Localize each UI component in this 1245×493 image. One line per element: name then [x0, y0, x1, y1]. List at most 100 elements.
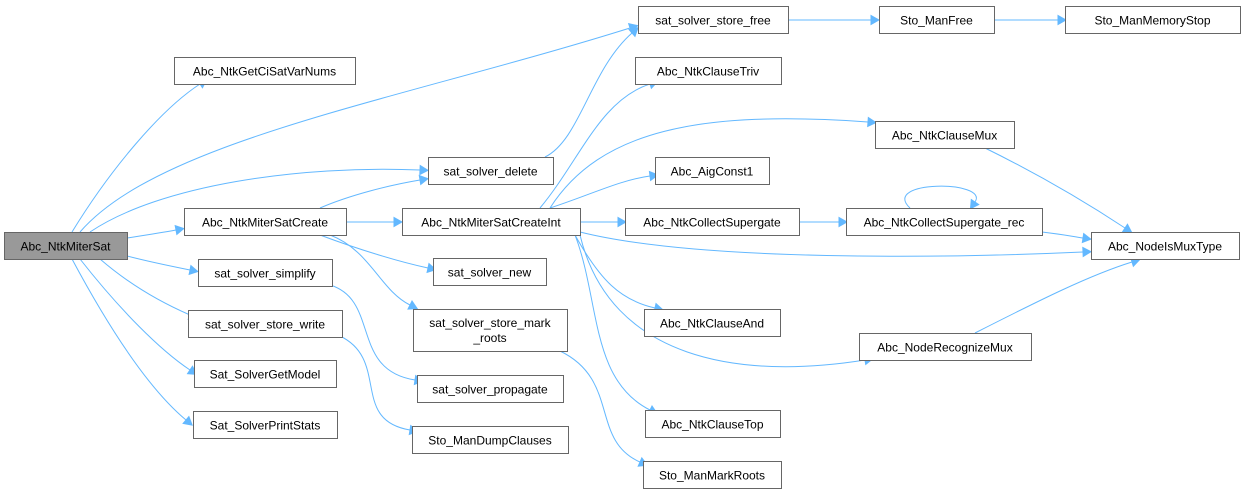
graph-node[interactable]: sat_solver_new	[433, 258, 547, 286]
node-box	[859, 333, 1032, 361]
edge-Abc_NtkMiterSat-to-Abc_NtkMiterSatCreate	[126, 224, 185, 239]
edge-line	[126, 229, 177, 239]
graph-node[interactable]: Abc_NtkCollectSupergate	[625, 208, 800, 236]
graph-node[interactable]: Abc_AigConst1	[655, 157, 770, 185]
node-box	[198, 259, 333, 287]
node-box	[413, 309, 568, 352]
edge-Abc_NtkMiterSat-to-Sat_SolverPrintStats	[71, 258, 193, 426]
graph-node[interactable]: Abc_NtkClauseTop	[645, 410, 781, 438]
node-label: Abc_NodeIsMuxType	[1108, 240, 1222, 254]
edge-line	[89, 168, 421, 233]
graph-node[interactable]: Sto_ManDumpClauses	[412, 426, 569, 454]
edge-Abc_NtkMiterSatCreateInt-to-Abc_NtkClauseTriv	[539, 79, 659, 209]
edge-sat_solver_delete-to-sat_solver_store_free	[544, 27, 639, 158]
graph-node[interactable]: Sto_ManMarkRoots	[643, 461, 782, 489]
node-label: Abc_NtkMiterSatCreateInt	[421, 216, 561, 230]
node-box	[417, 375, 564, 403]
graph-node[interactable]: Abc_NtkClauseMux	[875, 121, 1015, 149]
node-box	[188, 310, 343, 338]
edge-line	[579, 234, 866, 368]
graph-node[interactable]: sat_solver_propagate	[417, 375, 564, 403]
arrowhead-icon	[969, 198, 980, 210]
node-label: Sto_ManFree	[900, 14, 973, 28]
graph-node[interactable]: sat_solver_simplify	[198, 259, 333, 287]
edge-line	[579, 231, 1084, 257]
edge-Abc_NtkMiterSat-to-sat_solver_simplify	[126, 255, 199, 276]
graph-node[interactable]: Abc_NtkGetCiSatVarNums	[174, 57, 356, 85]
edge-Abc_NtkMiterSat-to-sat_solver_delete	[89, 164, 430, 233]
edge-line	[126, 255, 191, 271]
node-box	[638, 6, 789, 34]
node-label: Sto_ManMarkRoots	[659, 469, 765, 483]
arrowhead-icon	[419, 164, 430, 176]
edge-Abc_NtkCollectSupergate_rec-to-Abc_NtkCollectSupergate_rec	[904, 185, 980, 210]
edge-line	[319, 234, 429, 269]
node-box	[875, 121, 1015, 149]
edge-line	[544, 32, 633, 158]
edge-Abc_NtkMiterSatCreateInt-to-Abc_NodeIsMuxType	[579, 231, 1093, 258]
node-box	[428, 157, 554, 185]
node-label: Abc_NtkClauseTop	[661, 418, 763, 432]
nodes-layer: Abc_NtkMiterSatAbc_NtkGetCiSatVarNumssat…	[4, 6, 1241, 489]
edge-line	[549, 118, 869, 209]
graph-node[interactable]: Abc_NtkClauseAnd	[644, 309, 781, 337]
edge-Abc_NtkCollectSupergate_rec-to-Abc_NodeIsMuxType	[1041, 231, 1092, 244]
edge-line	[71, 258, 187, 421]
graph-node[interactable]: sat_solver_store_free	[638, 6, 789, 34]
node-label: Abc_NtkCollectSupergate	[643, 216, 781, 230]
edge-line	[329, 284, 416, 381]
arrowhead-icon	[393, 216, 404, 228]
node-box	[644, 309, 781, 337]
edge-line	[539, 83, 651, 209]
node-box	[433, 258, 547, 286]
edge-line	[984, 147, 1126, 229]
node-label: Abc_NtkMiterSatCreate	[202, 216, 328, 230]
node-label: sat_solver_simplify	[214, 267, 315, 281]
edge-Abc_NtkMiterSatCreateInt-to-Abc_NodeRecognizeMux	[579, 234, 874, 368]
arrowhead-icon	[1082, 246, 1093, 258]
edge-Abc_NtkMiterSat-to-sat_solver_store_write	[99, 258, 199, 320]
edge-Abc_NtkMiterSatCreateInt-to-Abc_NtkClauseAnd	[574, 234, 664, 314]
graph-node[interactable]: Sat_SolverGetModel	[194, 360, 337, 388]
graph-node[interactable]: Abc_NtkClauseTriv	[635, 57, 782, 85]
graph-node[interactable]: Abc_NtkMiterSatCreateInt	[402, 208, 581, 236]
arrowhead-icon	[407, 299, 419, 310]
edge-line	[1041, 231, 1084, 239]
arrowhead-icon	[1057, 14, 1068, 26]
root-node[interactable]: Abc_NtkMiterSat	[4, 232, 128, 260]
graph-node[interactable]: sat_solver_delete	[428, 157, 554, 185]
edge-line	[559, 350, 641, 463]
graph-node[interactable]: Sto_ManMemoryStop	[1065, 6, 1241, 34]
graph-node[interactable]: Abc_NodeRecognizeMux	[859, 333, 1032, 361]
node-box	[194, 360, 337, 388]
edge-Abc_NtkMiterSat-to-Sat_SolverGetModel	[79, 258, 198, 376]
graph-node[interactable]: Sto_ManFree	[879, 6, 995, 34]
edge-sat_solver_store_mark-to-Sto_ManMarkRoots	[559, 350, 649, 467]
node-box	[412, 426, 569, 454]
graph-node[interactable]: Abc_NtkMiterSatCreate	[184, 208, 347, 236]
edge-Abc_NtkCollectSupergate-to-Abc_NtkCollectSupergate_rec	[799, 216, 849, 228]
graph-node[interactable]: Abc_NtkCollectSupergate_rec	[846, 208, 1043, 236]
edge-line	[99, 258, 191, 316]
edge-Abc_NtkMiterSat-to-sat_solver_store_free	[79, 23, 639, 233]
graph-node[interactable]: Abc_NodeIsMuxType	[1091, 232, 1240, 260]
node-box	[879, 6, 995, 34]
edge-line	[79, 27, 631, 233]
node-label: Abc_NtkCollectSupergate_rec	[864, 216, 1025, 230]
edge-sat_solver_simplify-to-sat_solver_propagate	[329, 284, 424, 386]
graph-node[interactable]: Sat_SolverPrintStats	[193, 411, 338, 439]
arrowhead-icon	[870, 14, 881, 26]
edge-Abc_NtkMiterSatCreate-to-sat_solver_new	[319, 234, 437, 274]
node-label: Abc_NtkClauseAnd	[660, 317, 764, 331]
graph-node[interactable]: sat_solver_store_write	[188, 310, 343, 338]
edge-Abc_NtkMiterSatCreateInt-to-Abc_NtkCollectSupergate	[580, 216, 628, 228]
graph-node[interactable]: sat_solver_store_mark_roots	[413, 309, 568, 352]
node-box	[184, 208, 347, 236]
edge-sat_solver_store_free-to-Sto_ManFree	[788, 14, 881, 26]
arrowhead-icon	[188, 264, 199, 276]
edge-Abc_NtkMiterSatCreateInt-to-Abc_NtkClauseMux	[549, 116, 877, 209]
arrowhead-icon	[617, 216, 628, 228]
edge-line	[339, 335, 411, 431]
node-box	[625, 208, 800, 236]
node-label: Abc_NodeRecognizeMux	[877, 341, 1012, 355]
